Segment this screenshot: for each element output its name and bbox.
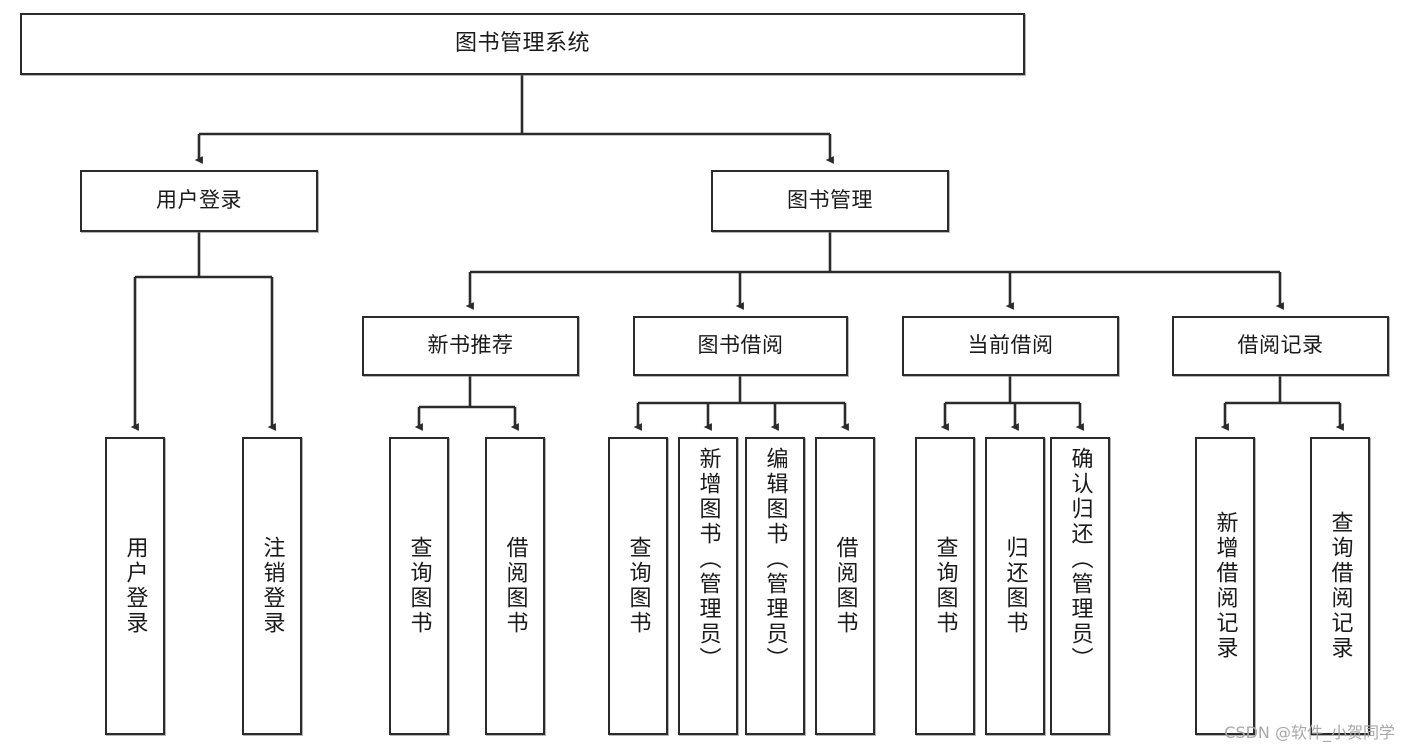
node-leaf-user-login-label: 用户登录 xyxy=(122,536,148,636)
node-leaf-add-book-label: 新增图书（管理员） xyxy=(695,447,721,672)
node-book-management-label: 图书管理 xyxy=(787,188,873,213)
node-user-login[interactable]: 用户登录 xyxy=(80,170,318,232)
node-leaf-borrow-book-a[interactable]: 借阅图书 xyxy=(485,437,545,735)
node-leaf-logout[interactable]: 注销登录 xyxy=(242,437,302,735)
node-leaf-borrow-book-a-label: 借阅图书 xyxy=(502,536,528,636)
node-leaf-add-book[interactable]: 新增图书（管理员） xyxy=(678,437,738,735)
node-leaf-query-borrow-record-label: 查询借阅记录 xyxy=(1327,511,1353,661)
node-book-management[interactable]: 图书管理 xyxy=(711,170,949,232)
node-leaf-query-book-b[interactable]: 查询图书 xyxy=(608,437,668,735)
node-leaf-query-book-a[interactable]: 查询图书 xyxy=(389,437,449,735)
node-leaf-query-book-b-label: 查询图书 xyxy=(625,536,651,636)
node-leaf-add-borrow-record-label: 新增借阅记录 xyxy=(1212,511,1238,661)
node-leaf-query-book-c[interactable]: 查询图书 xyxy=(915,437,975,735)
node-book-borrow-label: 图书借阅 xyxy=(697,333,784,358)
node-user-login-label: 用户登录 xyxy=(156,188,242,213)
node-root-system-label: 图书管理系统 xyxy=(454,30,590,56)
node-leaf-query-book-c-label: 查询图书 xyxy=(932,536,958,636)
node-new-book-recommend-label: 新书推荐 xyxy=(427,333,514,358)
node-new-book-recommend[interactable]: 新书推荐 xyxy=(362,316,579,376)
node-borrow-record-label: 借阅记录 xyxy=(1237,333,1324,358)
node-leaf-return-book[interactable]: 归还图书 xyxy=(985,437,1045,735)
node-leaf-edit-book-label: 编辑图书（管理员） xyxy=(762,447,788,672)
node-borrow-record[interactable]: 借阅记录 xyxy=(1172,316,1389,376)
node-leaf-borrow-book-b[interactable]: 借阅图书 xyxy=(815,437,875,735)
node-leaf-confirm-return-label: 确认归还（管理员） xyxy=(1067,447,1093,672)
node-root-system[interactable]: 图书管理系统 xyxy=(20,13,1025,75)
node-leaf-user-login[interactable]: 用户登录 xyxy=(105,437,165,735)
node-leaf-add-borrow-record[interactable]: 新增借阅记录 xyxy=(1195,437,1255,735)
node-leaf-query-borrow-record[interactable]: 查询借阅记录 xyxy=(1310,437,1370,735)
node-book-borrow[interactable]: 图书借阅 xyxy=(633,316,848,376)
node-leaf-edit-book[interactable]: 编辑图书（管理员） xyxy=(745,437,805,735)
node-current-borrow[interactable]: 当前借阅 xyxy=(902,316,1119,376)
node-current-borrow-label: 当前借阅 xyxy=(967,333,1054,358)
node-leaf-borrow-book-b-label: 借阅图书 xyxy=(832,536,858,636)
node-leaf-logout-label: 注销登录 xyxy=(259,536,285,636)
node-leaf-query-book-a-label: 查询图书 xyxy=(406,536,432,636)
node-leaf-confirm-return[interactable]: 确认归还（管理员） xyxy=(1050,437,1110,735)
watermark-text: CSDN @软件_小贺同学 xyxy=(1224,723,1395,742)
node-leaf-return-book-label: 归还图书 xyxy=(1002,536,1028,636)
